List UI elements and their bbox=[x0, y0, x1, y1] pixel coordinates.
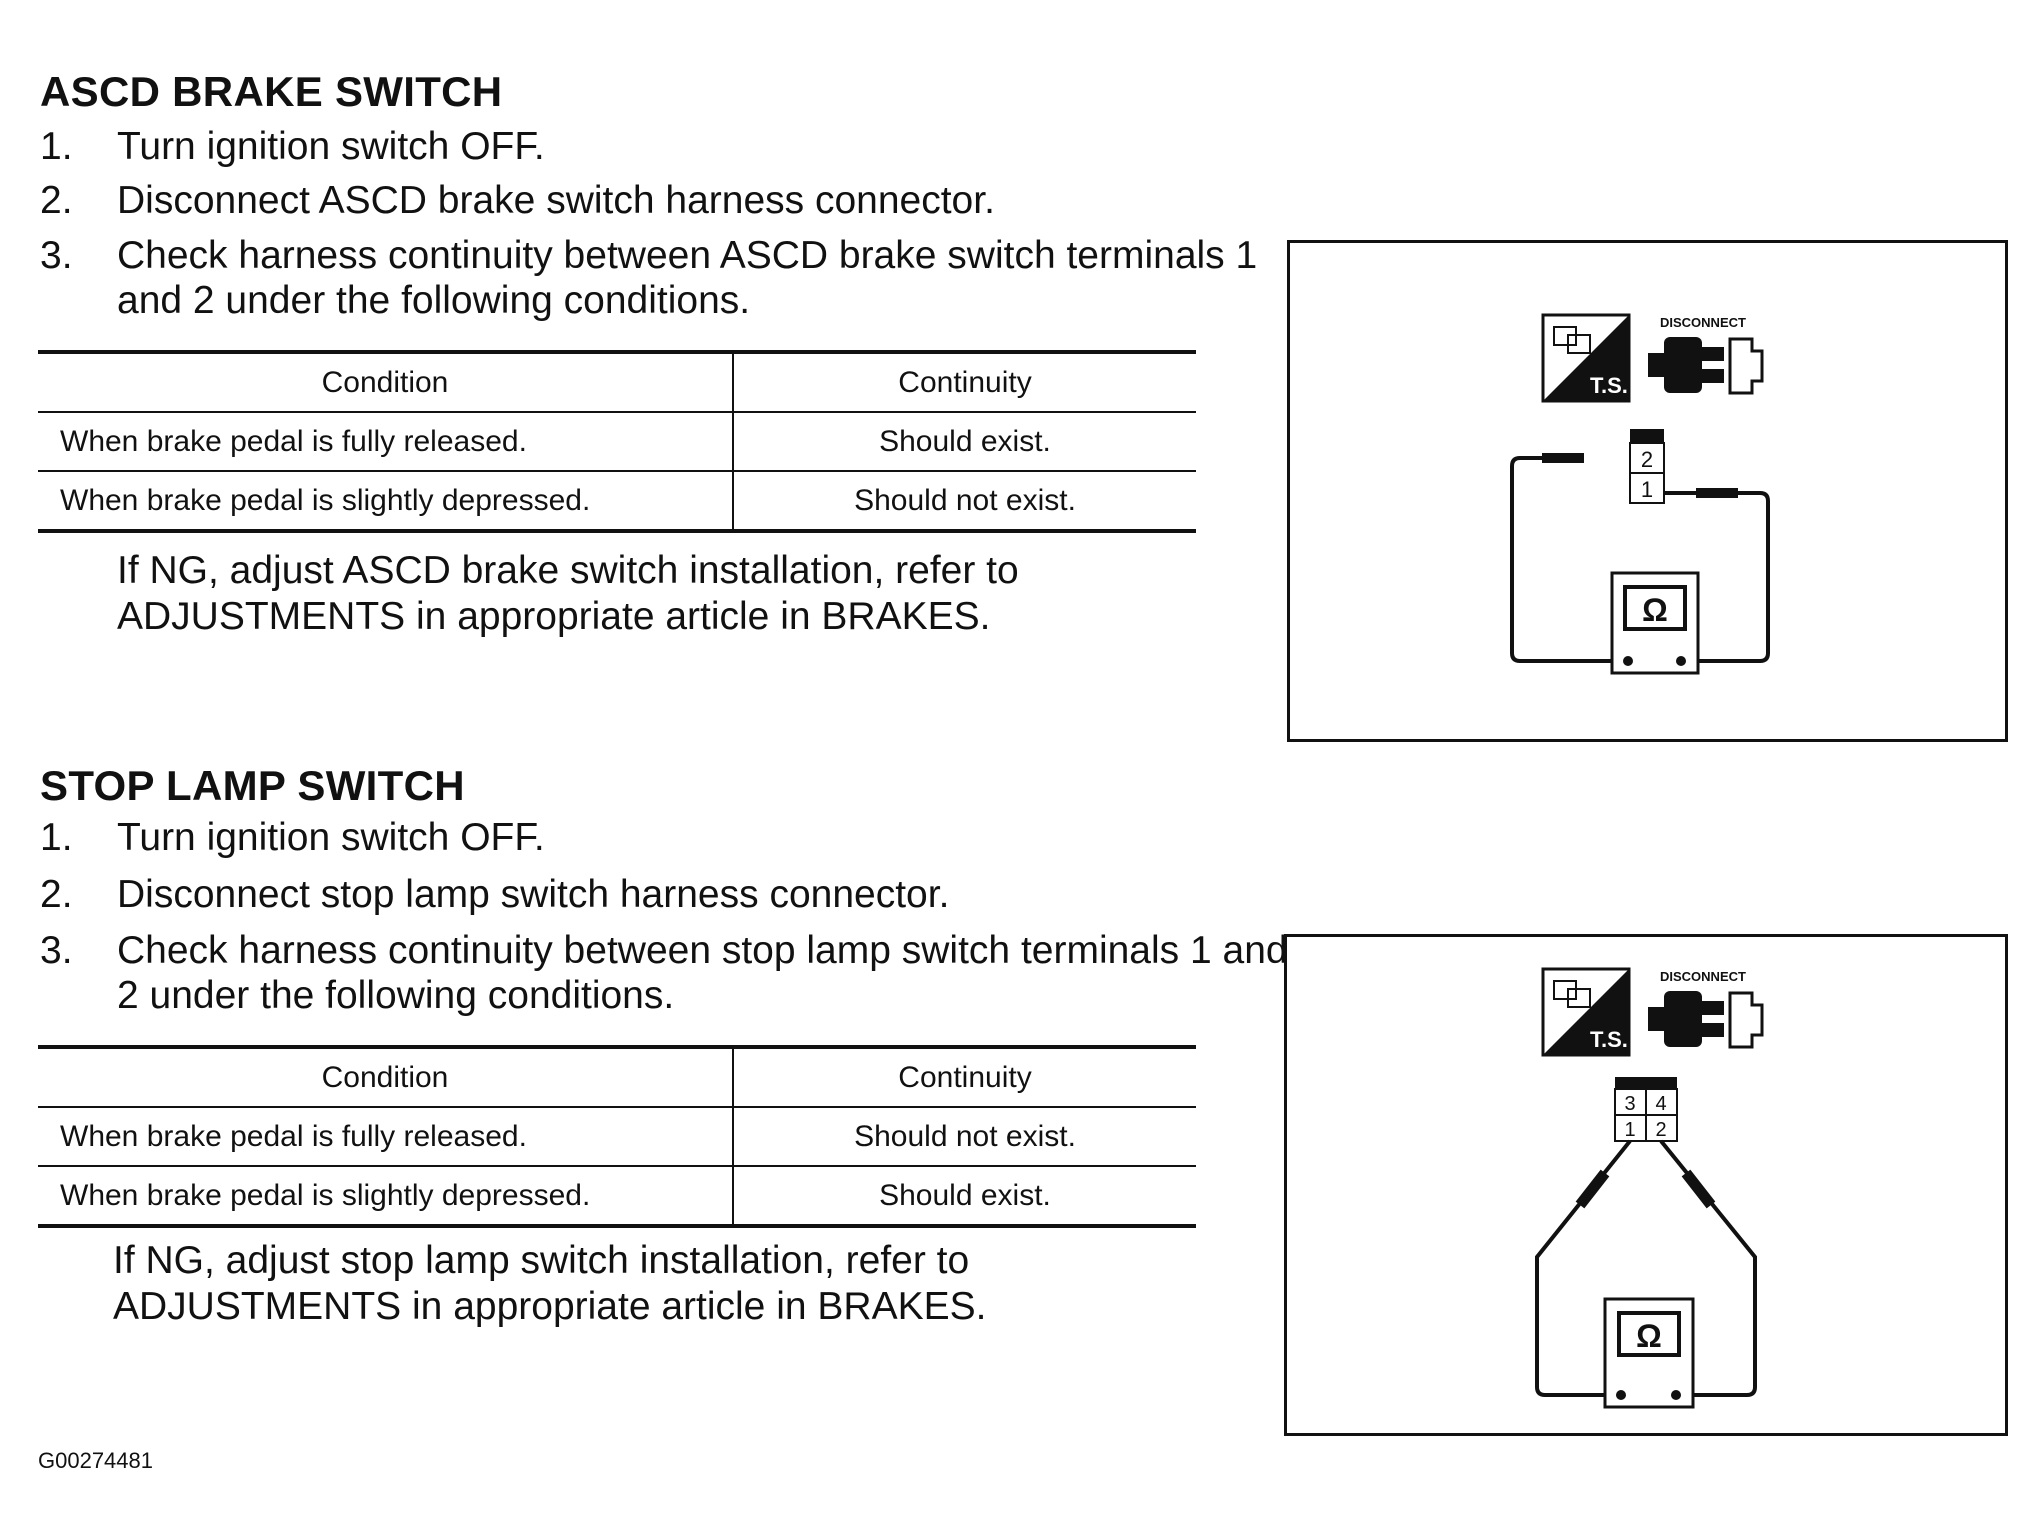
harness-connector: 3 4 1 2 bbox=[1614, 1077, 1678, 1142]
step-number: 3. bbox=[40, 234, 73, 277]
terminal-label: 1 bbox=[1641, 477, 1653, 502]
section-title: STOP LAMP SWITCH bbox=[40, 762, 465, 809]
step-number: 1. bbox=[40, 125, 73, 168]
figure-id: G00274481 bbox=[38, 1448, 153, 1473]
terminal-label: 2 bbox=[1641, 447, 1653, 472]
table-row: When brake pedal is fully released. Shou… bbox=[38, 1107, 1196, 1166]
table-row: When brake pedal is fully released. Shou… bbox=[38, 412, 1196, 471]
harness-connector: 2 1 bbox=[1629, 429, 1665, 504]
column-header-condition: Condition bbox=[38, 1047, 734, 1107]
ng-note: If NG, adjust ASCD brake switch installa… bbox=[117, 549, 1019, 638]
step-text: Turn ignition switch OFF. bbox=[117, 816, 545, 859]
ts-tester-icon: T.S. bbox=[1541, 313, 1631, 403]
continuity-table: Condition Continuity When brake pedal is… bbox=[38, 1045, 1196, 1228]
table-cell-continuity: Should exist. bbox=[879, 424, 1051, 458]
step-text: Check harness continuity between stop la… bbox=[117, 929, 1288, 1017]
table-cell-condition: When brake pedal is slightly depressed. bbox=[38, 1166, 734, 1226]
connector-test-diagram: T.S. DISCONNECT 3 4 1 2 bbox=[1284, 934, 2008, 1436]
section-title: ASCD BRAKE SWITCH bbox=[40, 68, 503, 115]
diagram-svg: T.S. DISCONNECT 3 4 1 2 bbox=[1535, 967, 1764, 1409]
table-row: When brake pedal is slightly depressed. … bbox=[38, 471, 1196, 531]
table-row: When brake pedal is slightly depressed. … bbox=[38, 1166, 1196, 1226]
terminal-label: 1 bbox=[1624, 1119, 1635, 1141]
table-cell-condition: When brake pedal is fully released. bbox=[38, 412, 734, 471]
disconnect-label: DISCONNECT bbox=[1660, 315, 1746, 330]
ts-label: T.S. bbox=[1590, 373, 1628, 398]
table-cell-condition: When brake pedal is fully released. bbox=[38, 1107, 734, 1166]
disconnect-connector-icon: DISCONNECT bbox=[1648, 969, 1764, 1049]
disconnect-label: DISCONNECT bbox=[1660, 969, 1746, 984]
step-number: 1. bbox=[40, 816, 73, 859]
table-cell-continuity: Should exist. bbox=[879, 1178, 1051, 1212]
ts-tester-icon: T.S. bbox=[1541, 967, 1631, 1057]
table-header-row: Condition Continuity bbox=[38, 1047, 1196, 1107]
connector-test-diagram: T.S. DISCONNECT 2 1 Ω bbox=[1287, 240, 2008, 742]
step-text: Turn ignition switch OFF. bbox=[117, 125, 545, 168]
terminal-label: 4 bbox=[1655, 1093, 1666, 1115]
diagram-svg: T.S. DISCONNECT 2 1 Ω bbox=[1510, 313, 1770, 675]
disconnect-connector-icon: DISCONNECT bbox=[1648, 315, 1764, 395]
continuity-table: Condition Continuity When brake pedal is… bbox=[38, 350, 1196, 533]
step-text: Disconnect stop lamp switch harness conn… bbox=[117, 873, 950, 916]
table-cell-continuity: Should not exist. bbox=[854, 1119, 1076, 1153]
column-header-condition: Condition bbox=[38, 352, 734, 412]
step-number: 2. bbox=[40, 179, 73, 222]
step-text: Disconnect ASCD brake switch harness con… bbox=[117, 179, 995, 222]
ohmmeter-icon: Ω bbox=[1610, 571, 1700, 675]
step-number: 3. bbox=[40, 929, 73, 972]
terminal-label: 2 bbox=[1655, 1119, 1666, 1141]
step-text: Check harness continuity between ASCD br… bbox=[117, 234, 1258, 322]
ohm-symbol: Ω bbox=[1636, 1318, 1662, 1354]
terminal-label: 3 bbox=[1624, 1093, 1635, 1115]
column-header-continuity: Continuity bbox=[898, 365, 1032, 399]
ng-note: If NG, adjust stop lamp switch installat… bbox=[113, 1239, 987, 1328]
column-header-continuity: Continuity bbox=[898, 1060, 1032, 1094]
table-cell-continuity: Should not exist. bbox=[854, 483, 1076, 517]
ohm-symbol: Ω bbox=[1642, 592, 1668, 628]
ohmmeter-icon: Ω bbox=[1603, 1297, 1695, 1409]
table-cell-condition: When brake pedal is slightly depressed. bbox=[38, 471, 734, 531]
step-number: 2. bbox=[40, 873, 73, 916]
table-header-row: Condition Continuity bbox=[38, 352, 1196, 412]
ts-label: T.S. bbox=[1590, 1027, 1628, 1052]
